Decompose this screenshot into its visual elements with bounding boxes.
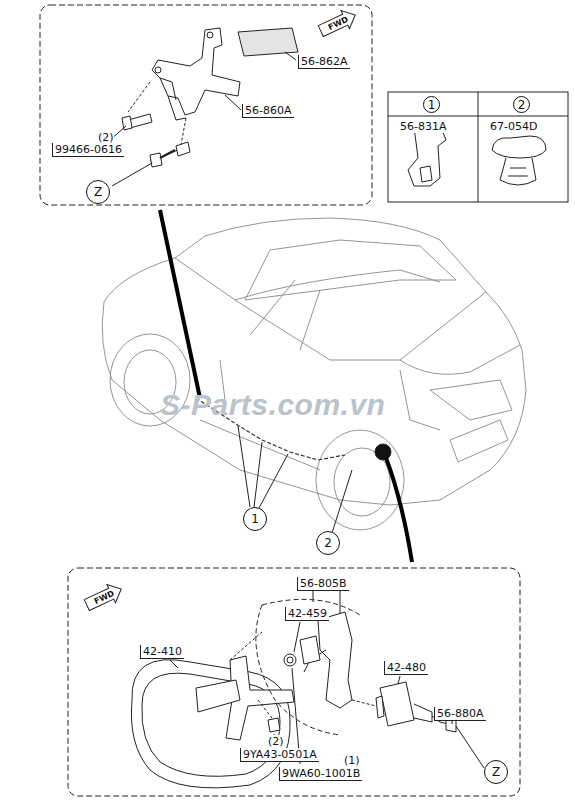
- callout-circle: Z: [86, 180, 110, 204]
- callout-circle: 2: [513, 96, 530, 113]
- part-number: 9YA43-0501A: [240, 748, 319, 762]
- part-number: 67-054D: [490, 120, 537, 133]
- quantity: (1): [344, 754, 360, 767]
- part-number: 56-880A: [434, 707, 486, 721]
- quantity: (2): [268, 735, 284, 748]
- part-number: 56-805B: [297, 577, 349, 591]
- callout-circle: 2: [316, 531, 340, 555]
- callout-number: 2: [324, 536, 332, 550]
- part-number: 56-860A: [242, 104, 294, 118]
- watermark: S-Parts.com.vn: [160, 388, 385, 422]
- callout-number: 2: [518, 98, 526, 112]
- part-number: 42-480: [384, 661, 428, 675]
- callout-number: Z: [94, 185, 102, 199]
- part-number: 56-831A: [400, 120, 447, 133]
- callout-number: Z: [492, 765, 500, 779]
- callout-circle: 1: [243, 507, 267, 531]
- callout-number: 1: [428, 98, 436, 112]
- forward-arrow: FWD: [81, 579, 127, 616]
- part-number: 9WA60-1001B: [279, 767, 362, 781]
- forward-arrow: FWD: [315, 5, 361, 42]
- part-number: 99466-0616: [52, 143, 124, 157]
- callout-circle: Z: [484, 760, 508, 784]
- part-number: 42-459: [285, 607, 329, 621]
- part-number: 42-410: [140, 645, 184, 659]
- callout-circle: 1: [423, 96, 440, 113]
- callout-number: 1: [251, 512, 259, 526]
- part-number: 56-862A: [298, 55, 350, 69]
